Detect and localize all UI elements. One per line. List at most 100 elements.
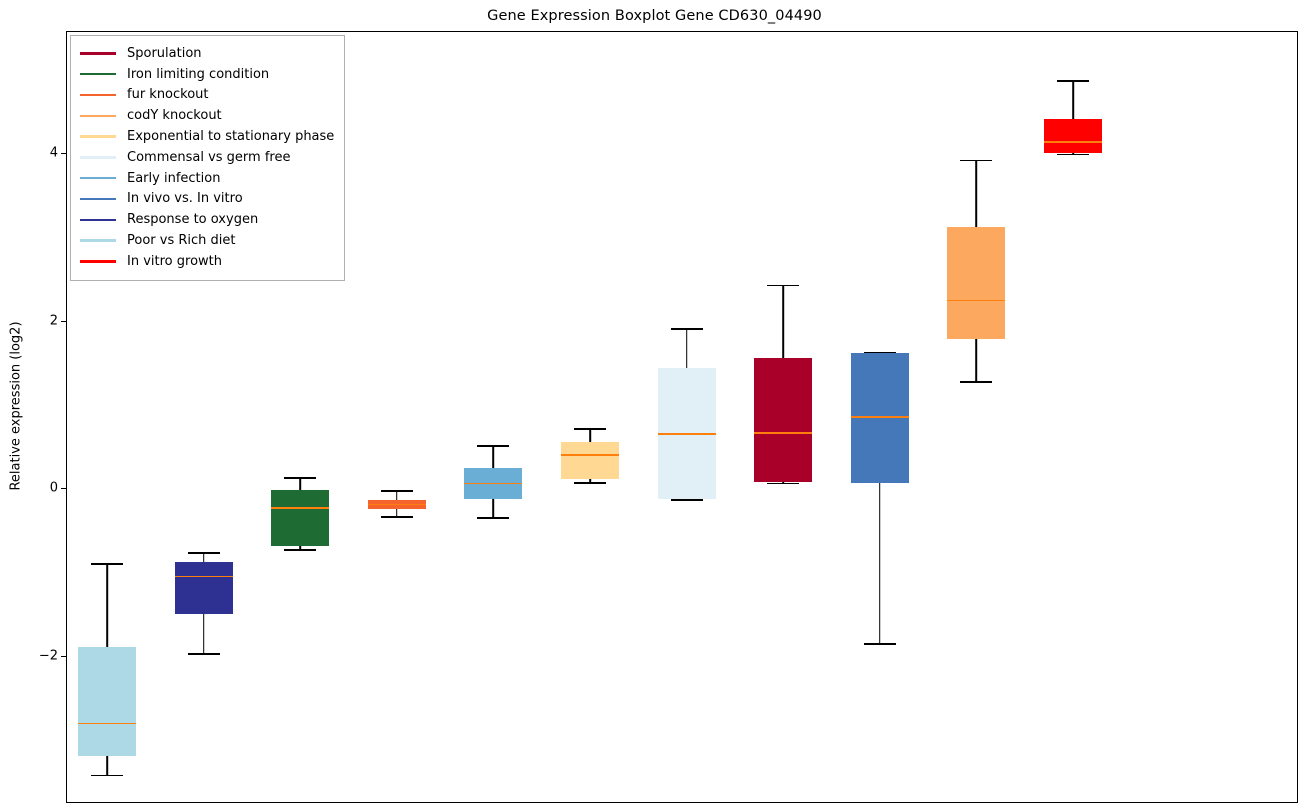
legend-item[interactable]: Poor vs Rich diet xyxy=(80,230,334,251)
boxplot-box[interactable] xyxy=(657,32,716,804)
whisker-cap-upper xyxy=(767,284,800,287)
whisker-lower xyxy=(492,498,495,517)
legend-item[interactable]: Exponential to stationary phase xyxy=(80,126,334,147)
median-line xyxy=(174,575,233,578)
boxplot-box[interactable] xyxy=(271,32,330,804)
legend-item[interactable]: codY knockout xyxy=(80,105,334,126)
whisker-cap-upper xyxy=(670,328,703,330)
whisker-cap-upper xyxy=(284,476,317,479)
legend-item-label: In vitro growth xyxy=(127,253,222,269)
y-tick-mark xyxy=(61,152,66,154)
y-tick-label: 0 xyxy=(49,480,58,496)
legend-item-label: Poor vs Rich diet xyxy=(127,233,236,249)
legend-item-label: Commensal vs germ free xyxy=(127,149,291,165)
box-rect[interactable] xyxy=(174,562,233,615)
whisker-lower xyxy=(589,479,591,482)
legend-item[interactable]: In vitro growth xyxy=(80,251,334,272)
legend-item-label: In vivo vs. In vitro xyxy=(127,191,243,207)
median-line xyxy=(657,433,716,435)
whisker-lower xyxy=(1072,152,1074,154)
whisker-cap-upper xyxy=(960,159,993,162)
whisker-lower xyxy=(975,339,978,382)
y-tick-mark xyxy=(61,656,66,658)
whisker-cap-lower xyxy=(574,481,606,484)
whisker-upper xyxy=(1072,79,1074,120)
whisker-cap-upper xyxy=(574,428,606,430)
box-rect[interactable] xyxy=(561,442,619,480)
whisker-cap-lower xyxy=(380,516,413,518)
median-line xyxy=(561,454,619,456)
legend-item[interactable]: In vivo vs. In vitro xyxy=(80,189,334,210)
median-line xyxy=(754,432,813,434)
whisker-cap-lower xyxy=(187,652,220,655)
whisker-lower xyxy=(685,498,688,500)
legend-item[interactable]: Response to oxygen xyxy=(80,209,334,230)
box-rect[interactable] xyxy=(1044,119,1102,153)
boxplot-box[interactable] xyxy=(850,32,909,804)
whisker-lower xyxy=(106,756,108,775)
whisker-upper xyxy=(106,563,108,648)
boxplot-box[interactable] xyxy=(78,32,136,804)
whisker-upper xyxy=(202,552,205,563)
legend-color-swatch xyxy=(80,52,116,55)
legend-item[interactable]: Commensal vs germ free xyxy=(80,147,334,168)
boxplot-box[interactable] xyxy=(464,32,523,804)
boxplot-box[interactable] xyxy=(367,32,426,804)
whisker-lower xyxy=(396,509,398,517)
boxplot-box[interactable] xyxy=(174,32,233,804)
median-line xyxy=(1044,141,1102,143)
boxplot-box[interactable] xyxy=(1044,32,1102,804)
y-tick-label: 4 xyxy=(49,145,58,161)
whisker-lower xyxy=(879,483,881,643)
median-line xyxy=(367,503,426,506)
legend-color-swatch xyxy=(80,197,116,201)
whisker-upper xyxy=(782,284,784,358)
median-line xyxy=(850,416,909,419)
y-axis-label-text: Relative expression (log2) xyxy=(8,321,24,491)
median-line xyxy=(464,482,523,485)
box-rect[interactable] xyxy=(947,226,1006,340)
box-rect[interactable] xyxy=(78,647,136,757)
whisker-upper xyxy=(975,159,978,227)
box-rect[interactable] xyxy=(271,490,330,547)
whisker-lower xyxy=(299,546,301,549)
legend-color-swatch xyxy=(80,239,116,242)
y-tick-label: −2 xyxy=(38,648,58,664)
y-tick-mark xyxy=(61,320,66,322)
whisker-cap-upper xyxy=(91,563,123,565)
whisker-upper xyxy=(396,490,398,501)
median-line xyxy=(271,506,330,509)
legend-item-label: Iron limiting condition xyxy=(127,66,270,82)
whisker-cap-upper xyxy=(863,351,896,354)
whisker-cap-lower xyxy=(477,517,510,519)
whisker-upper xyxy=(299,476,301,491)
legend-color-swatch xyxy=(80,114,116,117)
legend-item[interactable]: Iron limiting condition xyxy=(80,64,334,85)
median-line xyxy=(78,722,136,725)
whisker-cap-lower xyxy=(91,774,123,777)
boxplot-box[interactable] xyxy=(947,32,1006,804)
legend-item-label: Sporulation xyxy=(127,45,202,61)
whisker-cap-lower xyxy=(863,642,896,645)
legend-item-label: fur knockout xyxy=(127,87,209,103)
median-line xyxy=(947,299,1006,302)
whisker-cap-upper xyxy=(1057,79,1089,82)
y-tick-mark xyxy=(61,488,66,490)
whisker-upper xyxy=(589,428,591,443)
legend-item[interactable]: Sporulation xyxy=(80,43,334,64)
legend-color-swatch xyxy=(80,73,116,76)
legend-item-label: Early infection xyxy=(127,170,221,186)
whisker-cap-lower xyxy=(284,548,317,551)
legend-item[interactable]: Early infection xyxy=(80,168,334,189)
whisker-cap-upper xyxy=(187,552,220,555)
boxplot-box[interactable] xyxy=(754,32,813,804)
legend-item[interactable]: fur knockout xyxy=(80,85,334,106)
whisker-upper xyxy=(492,444,495,469)
box-rect[interactable] xyxy=(850,353,909,484)
box-rect[interactable] xyxy=(754,357,813,482)
boxplot-box[interactable] xyxy=(561,32,619,804)
legend-color-swatch xyxy=(80,176,116,180)
legend-color-swatch xyxy=(80,93,116,97)
